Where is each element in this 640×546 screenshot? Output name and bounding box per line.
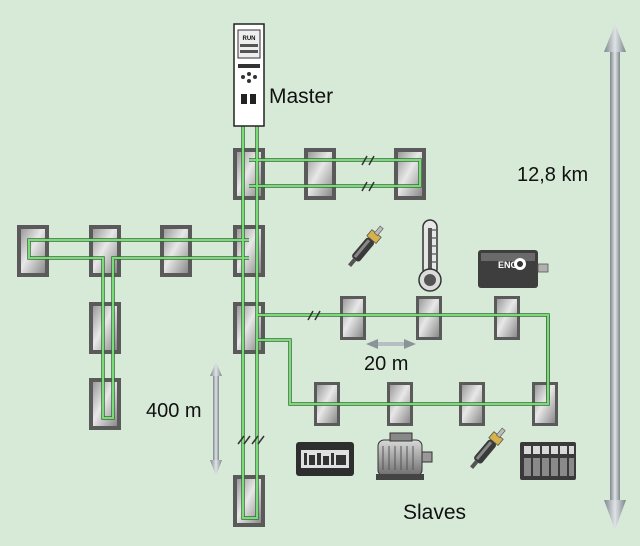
slaves-label: Slaves: [403, 501, 466, 524]
thermometer-icon: [418, 219, 442, 292]
cable-break-marks: [237, 155, 375, 445]
node: [233, 302, 265, 354]
master-unit: RUN: [233, 23, 265, 127]
node: [89, 378, 121, 430]
sensor-probe-icon: [348, 225, 384, 267]
node: [17, 225, 49, 277]
bus-cable: [27, 124, 550, 520]
node: [394, 148, 426, 200]
encoder-icon: ENC: [478, 250, 549, 288]
node: [233, 225, 265, 277]
node: [416, 296, 442, 340]
total-length-label: 12,8 km: [517, 164, 588, 186]
node: [160, 225, 192, 277]
io-module-icon: [520, 442, 576, 480]
node: [89, 225, 121, 277]
encoder-label: ENC: [498, 260, 518, 270]
node: [494, 296, 520, 340]
sensor-probe-icon: [470, 427, 506, 469]
segment-length-arrow: [210, 362, 222, 476]
segment-length-label: 400 m: [146, 400, 202, 422]
motor-icon: [376, 432, 433, 480]
node: [340, 296, 366, 340]
node: [233, 148, 265, 200]
node: [304, 148, 336, 200]
total-length-arrow: [604, 24, 626, 530]
bus-nodes: [17, 148, 558, 527]
master-display-text: RUN: [243, 36, 256, 42]
node-spacing-arrow: [366, 339, 416, 349]
node-spacing-label: 20 m: [364, 353, 408, 375]
node: [89, 302, 121, 354]
master-label: Master: [269, 85, 333, 108]
display-panel-icon: [296, 442, 354, 476]
